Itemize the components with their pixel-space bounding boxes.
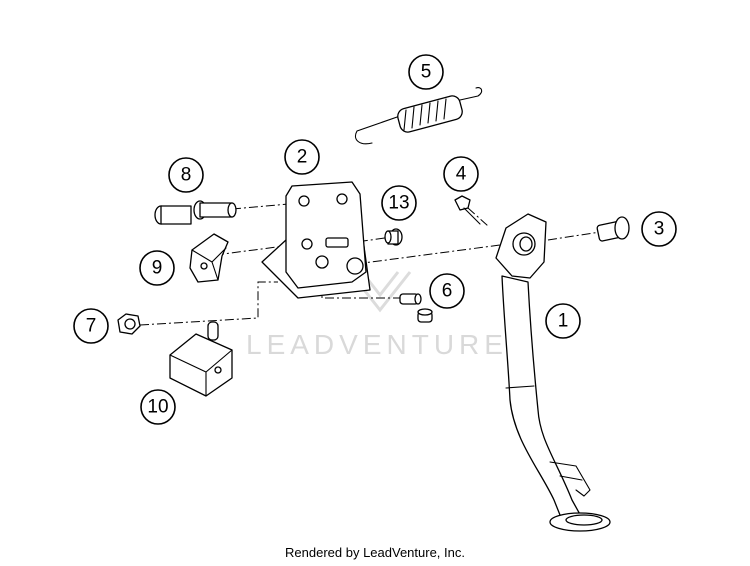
- callout-13: 13: [381, 185, 417, 221]
- callout-6: 6: [429, 273, 465, 309]
- part-nut: [117, 313, 141, 335]
- part-mounting-clip: [189, 233, 229, 283]
- callout-1: 1: [545, 303, 581, 339]
- leader-line-nut-7: [139, 281, 278, 326]
- part-spring: [354, 87, 483, 145]
- leader-line-screw-6: [321, 250, 400, 299]
- part-bolt: [154, 200, 237, 225]
- footer-credit: Rendered by LeadVenture, Inc.: [285, 545, 465, 560]
- watermark-text: LEADVENTURE: [246, 329, 508, 360]
- callout-8: 8: [168, 157, 204, 193]
- callout-label-8: 8: [181, 165, 192, 186]
- callout-10: 10: [140, 389, 176, 425]
- callout-label-1: 1: [558, 311, 569, 332]
- callout-label-13: 13: [388, 193, 409, 214]
- part-sensor-block: [169, 321, 233, 397]
- part-pin: [325, 237, 349, 248]
- callout-9: 9: [139, 250, 175, 286]
- callout-label-10: 10: [147, 397, 168, 418]
- callout-label-9: 9: [152, 258, 163, 279]
- leader-line-screw-4: [467, 207, 489, 227]
- part-axle-bolt: [596, 216, 630, 242]
- callout-label-4: 4: [456, 164, 467, 185]
- callout-3: 3: [641, 211, 677, 247]
- callout-label-7: 7: [86, 316, 97, 337]
- callout-label-5: 5: [421, 62, 432, 83]
- watermark: LEADVENTURE: [246, 271, 508, 360]
- callout-5: 5: [408, 54, 444, 90]
- callout-label-6: 6: [442, 281, 453, 302]
- part-screws: [399, 293, 433, 323]
- part-small-screw: [454, 195, 481, 225]
- callout-4: 4: [443, 156, 479, 192]
- callout-label-2: 2: [297, 147, 308, 168]
- callout-7: 7: [73, 308, 109, 344]
- callout-2: 2: [284, 139, 320, 175]
- part-side-stand: [495, 213, 611, 532]
- callout-label-3: 3: [654, 219, 665, 240]
- leader-line-axle-3: [355, 231, 601, 265]
- part-bracket: [261, 181, 371, 299]
- part-clip: [384, 228, 403, 246]
